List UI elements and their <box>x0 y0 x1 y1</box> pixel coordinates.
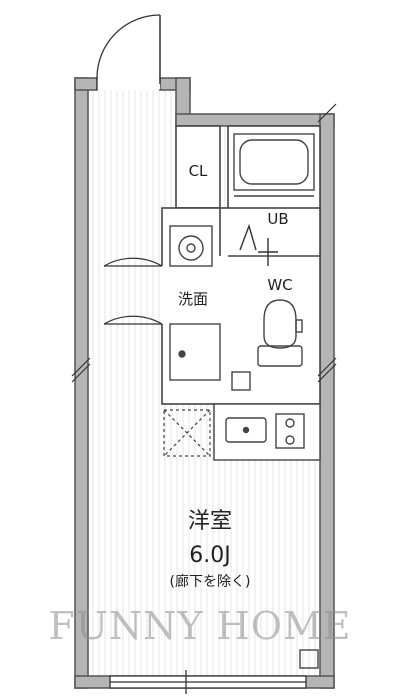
washing-machine-pan <box>169 323 221 381</box>
toilet <box>257 299 303 367</box>
closet-label: CL <box>189 162 208 180</box>
corner-box <box>299 649 319 669</box>
entrance-door <box>96 14 161 90</box>
bottom-window <box>109 670 307 694</box>
main-room-label: 洋室 <box>188 509 232 534</box>
main-room-size: 6.0J <box>189 543 230 568</box>
watermark: FUNNY HOME <box>48 604 352 648</box>
wall-marks <box>71 103 337 383</box>
kitchen-counter <box>213 403 321 461</box>
fridge-space <box>163 409 211 457</box>
bath-label: UB <box>267 210 288 228</box>
main-room-note: (廊下を除く) <box>170 573 251 590</box>
wash-basin <box>169 225 213 267</box>
washroom-label: 洗面 <box>178 290 208 308</box>
faucet-icon <box>239 223 278 266</box>
floor-drain <box>231 371 251 391</box>
washroom-door <box>103 257 164 325</box>
bathtub <box>233 133 315 197</box>
toilet-label: WC <box>267 276 292 294</box>
